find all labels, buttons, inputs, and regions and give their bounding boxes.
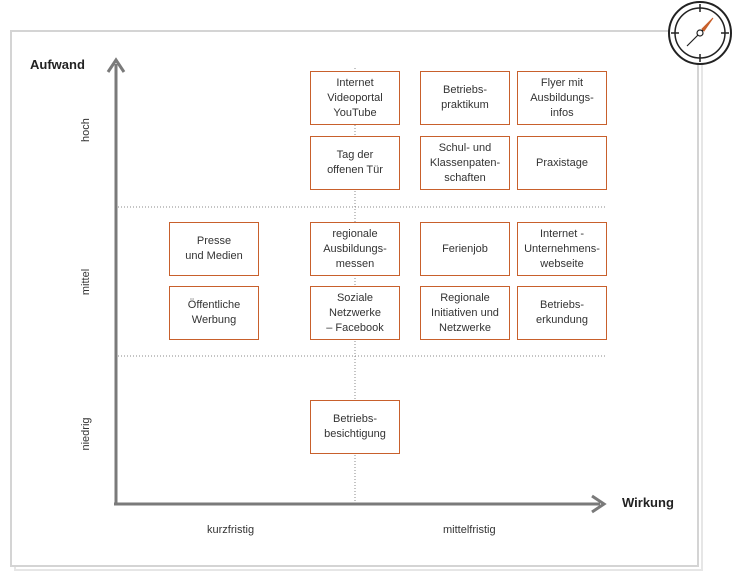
box-flyer: Flyer mit Ausbildungs- infos bbox=[517, 71, 607, 125]
y-level-hoch: hoch bbox=[80, 118, 92, 142]
box-oeffentliche-werbung: Öffentliche Werbung bbox=[169, 286, 259, 340]
y-level-niedrig: niedrig bbox=[80, 417, 92, 451]
x-axis-title: Wirkung bbox=[622, 495, 674, 510]
x-level-kurzfristig: kurzfristig bbox=[207, 524, 255, 536]
box-internet-videoportal: Internet Videoportal YouTube bbox=[310, 71, 400, 125]
y-axis-title: Aufwand bbox=[30, 57, 85, 72]
box-betriebserkundung: Betriebs- erkundung bbox=[517, 286, 607, 340]
box-tag-der-offenen-tuer: Tag der offenen Tür bbox=[310, 136, 400, 190]
box-ferienjob: Ferienjob bbox=[420, 222, 510, 276]
box-betriebsbesichtigung: Betriebs- besichtigung bbox=[310, 400, 400, 454]
box-regionale-ausbildungsmessen: regionale Ausbildungs- messen bbox=[310, 222, 400, 276]
box-schul-klassenpatenschaften: Schul- und Klassenpaten- schaften bbox=[420, 136, 510, 190]
box-regionale-initiativen: Regionale Initiativen und Netzwerke bbox=[420, 286, 510, 340]
compass-icon bbox=[668, 1, 732, 65]
box-betriebspraktikum: Betriebs- praktikum bbox=[420, 71, 510, 125]
x-axis-arrow bbox=[591, 494, 607, 514]
y-axis-arrow bbox=[106, 57, 126, 73]
x-level-mittelfristig: mittelfristig bbox=[443, 524, 496, 536]
y-level-mittel: mittel bbox=[80, 268, 92, 296]
box-presse-medien: Presse und Medien bbox=[169, 222, 259, 276]
box-praxistage: Praxistage bbox=[517, 136, 607, 190]
box-soziale-netzwerke: Soziale Netzwerke – Facebook bbox=[310, 286, 400, 340]
box-internet-unternehmenswebseite: Internet - Unternehmens- webseite bbox=[517, 222, 607, 276]
